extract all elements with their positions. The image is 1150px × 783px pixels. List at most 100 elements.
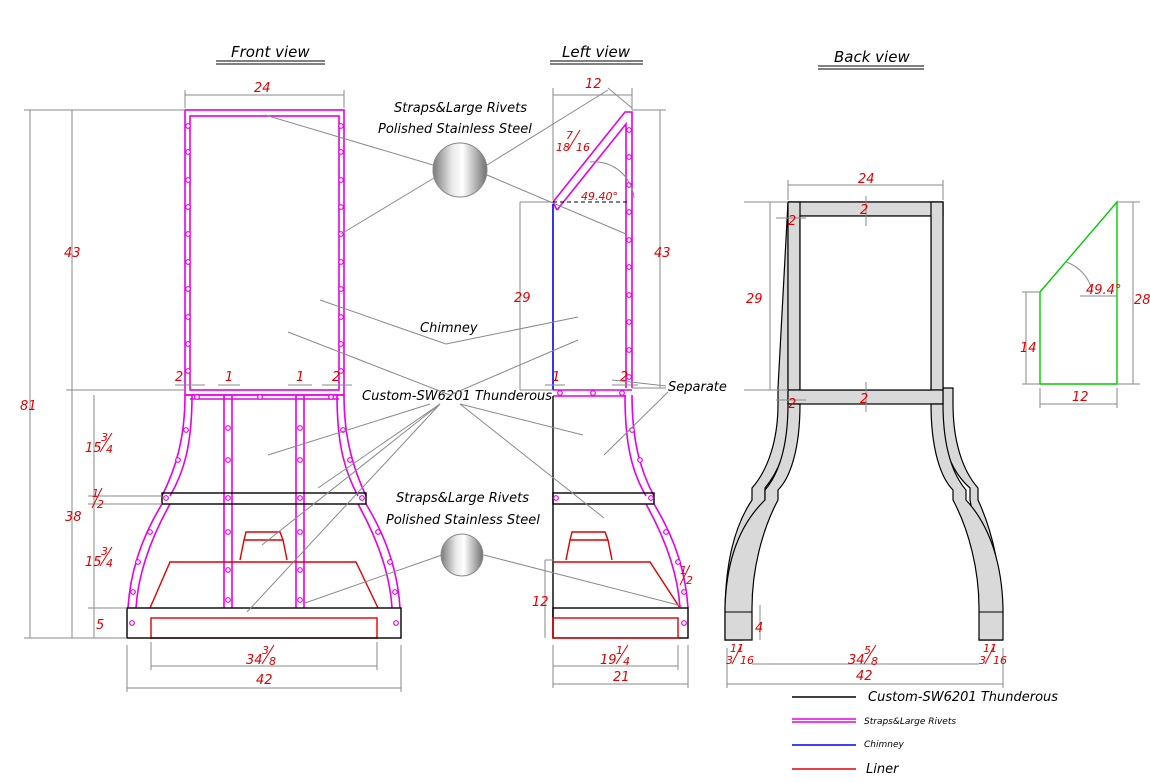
left-chimney-diag2 (556, 121, 627, 388)
dim-front-34-den: 8 (269, 655, 276, 668)
callout-custom: Custom-SW6201 Thunderous (362, 389, 552, 404)
dim-back-34-whole: 34 (848, 653, 865, 668)
dim-left-19-whole: 19 (600, 653, 617, 668)
front-left-upper-curve (161, 394, 186, 497)
left-lower-curve (653, 503, 689, 609)
dim-back-42: 42 (856, 669, 873, 684)
dim-left-7: 7 (566, 129, 573, 142)
dim-back-2d: 2 (860, 392, 868, 407)
callout-straps-bot-2: Polished Stainless Steel (386, 513, 540, 528)
left-rivets (553, 127, 687, 626)
dim-front-15a-whole: 15 (85, 441, 102, 456)
dim-front-34-whole: 34 (246, 653, 263, 668)
back-right-leg (930, 403, 1004, 641)
front-view: 24 43 81 38 15 3 4 1 2 15 3 4 5 2 1 1 2 … (20, 81, 402, 692)
dim-front-81-label: 81 (20, 399, 37, 414)
dim-left-half-num: 1 (680, 564, 687, 577)
legend-straps: Straps&Large Rivets (864, 717, 956, 727)
front-right-lower-curve2 (357, 503, 393, 609)
dim-front-15b-num: 3 (101, 545, 108, 558)
callouts: Straps&Large Rivets Polished Stainless S… (246, 89, 727, 613)
dim-front-2-right: 2 (332, 370, 340, 385)
left-base (552, 607, 689, 639)
dim-left-43: 43 (654, 246, 671, 261)
left-upper-curve (631, 394, 655, 497)
front-right-lower-curve (365, 503, 401, 609)
dim-left-12b: 12 (532, 595, 549, 610)
dim-back-16b: 16 (993, 654, 1007, 667)
left-view-title: Left view (562, 43, 631, 61)
callout-separate: Separate (668, 380, 727, 395)
dim-front-1-right: 1 (296, 370, 304, 385)
dim-back-2a: 2 (788, 214, 796, 229)
front-base (126, 607, 402, 639)
dim-front-2-left: 2 (175, 370, 183, 385)
rivet-sample-bottom (440, 533, 484, 577)
dim-back-11b: 11 (983, 642, 997, 655)
dim-front-43-label: 43 (64, 246, 81, 261)
left-upper-curve2 (624, 394, 647, 497)
dim-left-19-den: 4 (623, 655, 630, 668)
left-angle-arc (589, 161, 635, 199)
dim-front-half-den: 2 (97, 498, 104, 511)
dim-front-38-label: 38 (65, 510, 82, 525)
side-angle-arc (1065, 261, 1093, 291)
dim-side-angle: 49.4° (1086, 283, 1121, 298)
dim-left-angle: 49.40° (581, 190, 618, 203)
front-rivets (129, 123, 399, 626)
legend-chimney: Chimney (864, 740, 904, 750)
back-opening (799, 215, 932, 391)
legend: Custom-SW6201 Thunderous Straps&Large Ri… (792, 690, 1058, 777)
dim-left-16: 16 (576, 141, 590, 154)
dim-left-29: 29 (514, 291, 531, 306)
dim-front-42-label: 42 (256, 673, 273, 688)
dim-back-34-num: 5 (864, 644, 871, 657)
dim-front-15b-whole: 15 (85, 555, 102, 570)
front-band (161, 492, 367, 505)
dim-back-29: 29 (746, 292, 763, 307)
dim-left-18: 18 (556, 141, 570, 154)
dim-front-5-label: 5 (96, 618, 104, 633)
dim-back-4: 4 (755, 621, 763, 636)
side-profile: 49.4° 28 14 12 (1020, 200, 1150, 408)
dim-left-1: 1 (552, 370, 560, 385)
dim-left-half-den: 2 (686, 574, 693, 587)
front-view-title: Front view (231, 43, 310, 61)
dim-front-half-num: 1 (92, 487, 99, 500)
dim-front-34-num: 3 (262, 644, 269, 657)
rivet-sample-top (432, 142, 488, 198)
dim-front-1-left: 1 (225, 370, 233, 385)
dim-back-16a: 16 (740, 654, 754, 667)
dim-back-3a: 3 (726, 654, 733, 667)
front-liner-base (150, 617, 378, 639)
back-left-leg (724, 403, 801, 641)
callout-chimney: Chimney (420, 321, 478, 336)
left-liner-base (552, 617, 679, 639)
back-view: 24 2 2 29 2 2 4 11 3 16 34 5 8 11 3 16 4… (724, 172, 1007, 688)
front-left-lower-curve2 (135, 503, 171, 609)
dim-front-24-label: 24 (254, 81, 271, 96)
legend-custom: Custom-SW6201 Thunderous (868, 690, 1058, 705)
dim-back-11a: 11 (730, 642, 744, 655)
left-liner-collar (565, 531, 613, 561)
front-right-upper-curve (343, 394, 367, 497)
back-view-title: Back view (834, 48, 910, 66)
dim-side-14: 14 (1020, 341, 1037, 356)
legend-liner: Liner (866, 762, 900, 777)
dim-left-12: 12 (585, 77, 602, 92)
front-chimney-inner (189, 115, 340, 391)
dim-front-15a-num: 3 (101, 431, 108, 444)
dim-back-24: 24 (858, 172, 875, 187)
left-band (552, 492, 655, 505)
dim-back-3b: 3 (979, 654, 986, 667)
dim-left-21: 21 (613, 670, 630, 685)
callout-straps-top-2: Polished Stainless Steel (378, 122, 532, 137)
left-lower-curve2 (645, 503, 681, 609)
front-liner-hood (149, 561, 379, 609)
dim-back-34-den: 8 (871, 655, 878, 668)
dim-front-15a-den: 4 (106, 443, 113, 456)
left-view: 12 7 18 16 49.40° 29 43 1 2 12 1 2 19 1 … (514, 77, 693, 688)
dim-left-19-num: 1 (616, 644, 623, 657)
left-chimney-diag (552, 111, 633, 388)
